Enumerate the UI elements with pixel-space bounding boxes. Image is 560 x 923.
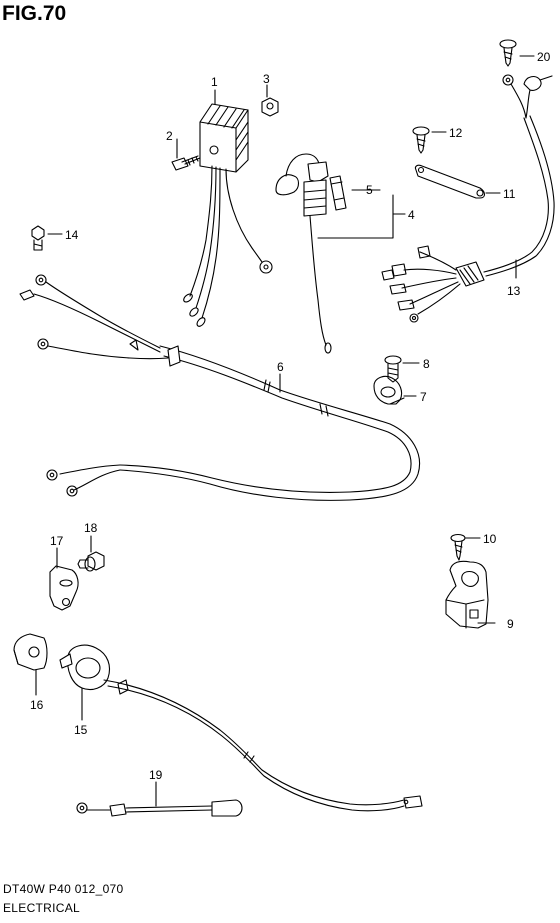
figure-title: FIG.70	[2, 2, 67, 25]
callout-19: 19	[149, 768, 163, 782]
callout-1: 1	[211, 75, 218, 89]
callout-12: 12	[449, 126, 463, 140]
callout-14: 14	[65, 228, 79, 242]
callout-18: 18	[84, 521, 98, 535]
callout-4: 4	[408, 208, 415, 222]
part-17-bracket	[49, 565, 79, 611]
callout-6: 6	[277, 360, 284, 374]
section-title: ELECTRICAL	[3, 901, 81, 915]
part-9-bracket	[445, 560, 489, 629]
callout-8: 8	[423, 357, 430, 371]
diagram-code: DT40W P40 012_070	[3, 882, 124, 896]
part-11-ground-strap	[414, 164, 486, 199]
part-12-screw	[412, 126, 430, 154]
callout-2: 2	[166, 129, 173, 143]
part-14-bolt	[31, 225, 45, 251]
callout-20: 20	[537, 50, 551, 64]
part-15-switch	[59, 644, 423, 812]
part-8-screw	[384, 355, 402, 383]
part-3-nut	[261, 97, 279, 117]
callout-13: 13	[507, 284, 521, 298]
part-4-5-leaders	[317, 189, 406, 239]
callout-11: 11	[503, 187, 516, 201]
callout-15: 15	[74, 723, 88, 737]
part-4-fuse-holder	[275, 153, 332, 354]
part-2-screw	[171, 155, 201, 171]
part-18-bolt	[77, 551, 105, 572]
part-10-screw	[450, 533, 466, 561]
callout-10: 10	[483, 532, 497, 546]
part-1-rectifier	[183, 103, 273, 327]
callout-7: 7	[420, 390, 427, 404]
part-6-wire-harness	[19, 274, 420, 501]
part-7-clamp	[373, 375, 405, 405]
part-5-fuse	[329, 175, 347, 211]
callout-5: 5	[366, 183, 373, 197]
callout-17: 17	[50, 534, 64, 548]
callout-3: 3	[263, 72, 270, 86]
callout-16: 16	[30, 698, 44, 712]
part-20-screw	[499, 39, 517, 67]
callout-9: 9	[507, 617, 514, 631]
part-19-ground-lead	[76, 799, 243, 817]
part-13-wire-harness	[381, 74, 555, 323]
part-16-plate	[13, 633, 48, 671]
